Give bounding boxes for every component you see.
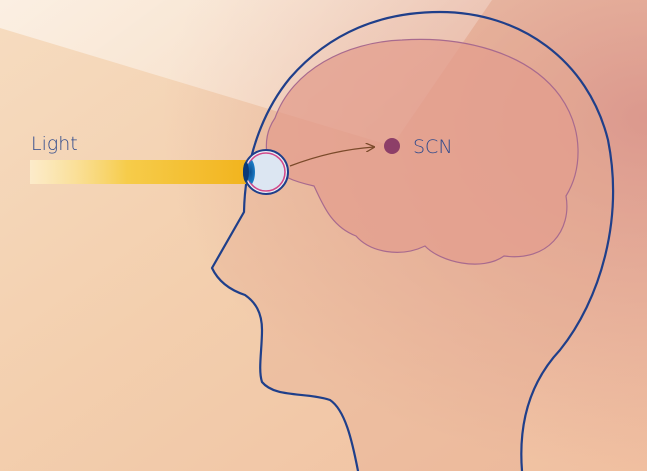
light-beam [30,160,246,184]
light-label: Light [31,133,78,155]
scn-label: SCN [413,136,453,158]
eye-icon [243,150,288,194]
scn-dot-icon [384,138,400,154]
